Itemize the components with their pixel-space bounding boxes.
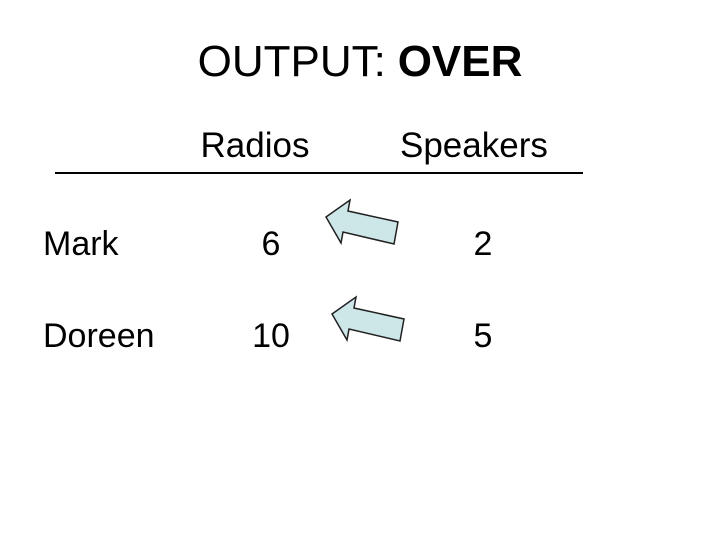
header-divider-line — [55, 172, 583, 174]
radios-value: 6 — [261, 225, 281, 263]
row-label: Doreen — [43, 317, 155, 355]
up-left-arrow-icon — [325, 198, 399, 246]
row-label: Mark — [43, 225, 119, 263]
title-prefix: OUTPUT: — [197, 37, 386, 86]
speakers-value: 5 — [473, 317, 493, 355]
column-header-radios: Radios — [200, 126, 310, 165]
table-row: Doreen 10 5 — [0, 295, 720, 356]
speakers-value: 2 — [473, 225, 493, 263]
up-left-arrow-icon — [331, 295, 405, 343]
column-header-speakers: Speakers — [400, 126, 548, 165]
title-emphasis: OVER — [397, 37, 523, 86]
radios-value: 10 — [252, 317, 290, 355]
table-row: Mark 6 2 — [0, 198, 720, 264]
page-title: OUTPUT:OVER — [0, 36, 720, 88]
